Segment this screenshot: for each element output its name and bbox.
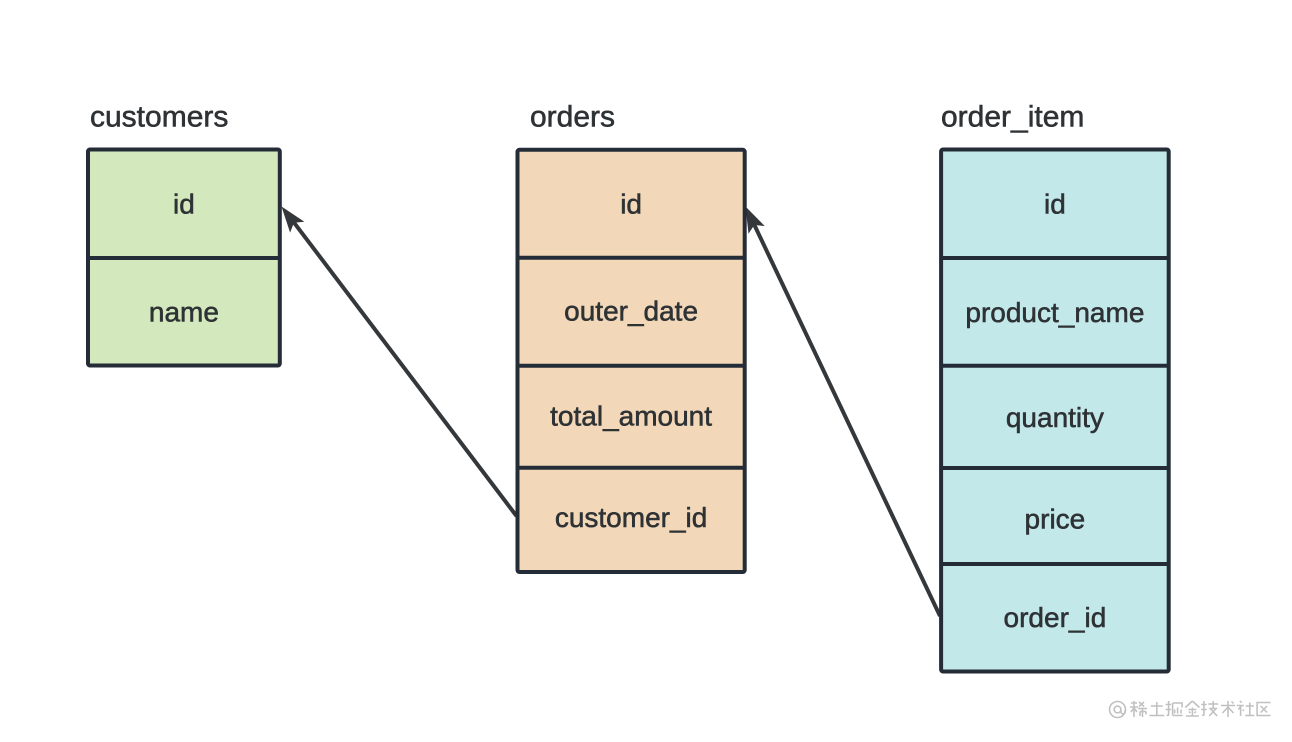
svg-text:order_item: order_item — [941, 101, 1084, 134]
svg-text:product_name: product_name — [965, 297, 1144, 328]
svg-text:customer_id: customer_id — [555, 502, 708, 533]
svg-text:id: id — [620, 188, 642, 219]
svg-text:total_amount: total_amount — [550, 400, 712, 431]
svg-text:outer_date: outer_date — [564, 296, 698, 327]
svg-text:customers: customers — [90, 101, 228, 134]
svg-text:order_id: order_id — [1004, 602, 1107, 633]
svg-text:name: name — [149, 297, 219, 328]
svg-text:orders: orders — [530, 101, 615, 134]
svg-text:price: price — [1025, 503, 1086, 534]
svg-text:quantity: quantity — [1006, 402, 1104, 433]
svg-text:id: id — [1044, 188, 1066, 219]
svg-text:id: id — [173, 188, 195, 219]
